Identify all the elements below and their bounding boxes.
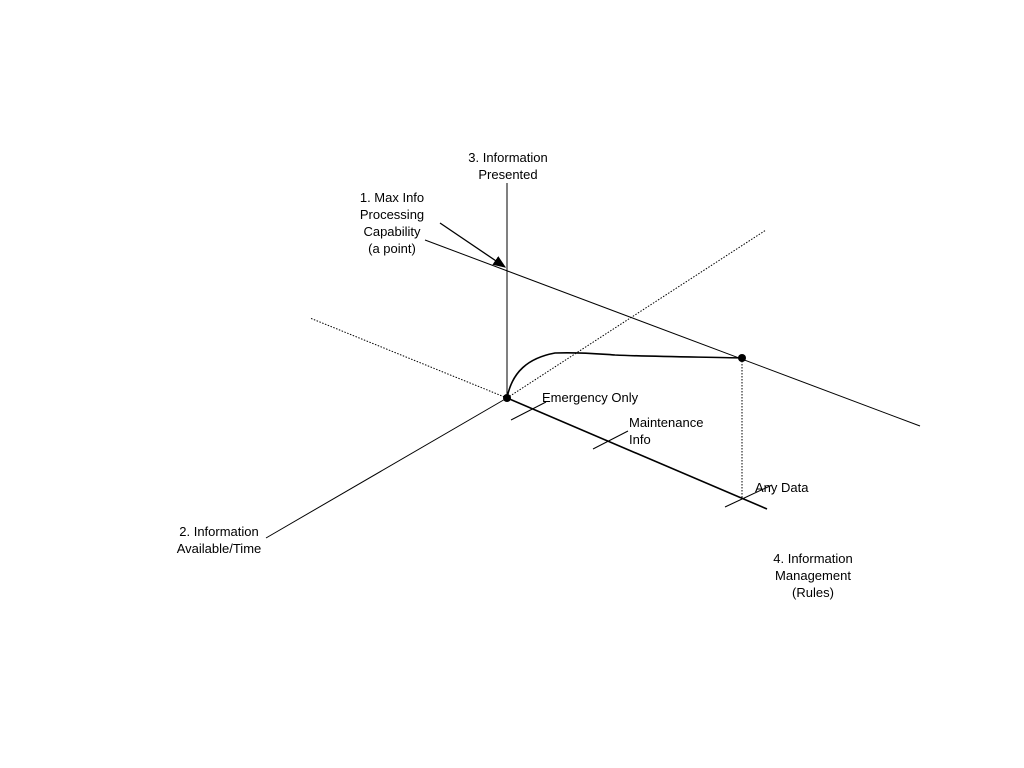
tick-emergency-only [510,401,547,421]
label-max-info-line1: 1. Max Info [359,190,425,205]
tick-maintenance-info [592,430,629,450]
label-information-management-line1: 4. Information [773,551,853,566]
label-information-available: 2. Information Available/Time [166,523,272,557]
max-capability-line [424,239,921,427]
label-information-presented: 3. Information Presented [458,149,558,183]
label-information-available-line2: Available/Time [176,541,262,556]
label-emergency-only: Emergency Only [542,390,639,405]
label-max-info-line3: Capability [363,224,421,239]
label-maintenance-info-line2: Info [629,432,651,447]
label-information-available-line1: 2. Information [179,524,259,539]
axis-information-management [506,397,768,510]
label-information-management-line3: (Rules) [792,585,834,600]
label-any-data: Any Data [755,480,809,495]
max-capability-arrow [439,222,507,268]
axis-information-available [265,397,508,539]
label-max-info-line4: (a point) [368,241,416,256]
label-information-management: 4. Information Management (Rules) [758,550,868,601]
axis-information-available-dotted [506,229,767,399]
label-max-info-capability: 1. Max Info Processing Capability (a poi… [342,189,442,257]
label-maintenance-info: Maintenance Info [629,414,703,448]
axis-information-management-dotted [309,317,508,399]
tick-any-data [724,484,773,508]
label-information-presented-line1: 3. Information [468,150,548,165]
label-max-info-line2: Processing [359,207,425,222]
label-information-management-line2: Management [775,568,851,583]
origin-point [503,394,511,402]
curve-end-point [738,354,746,362]
label-information-presented-line2: Presented [478,167,538,182]
label-maintenance-info-line1: Maintenance [629,415,704,430]
information-curve [506,351,743,399]
